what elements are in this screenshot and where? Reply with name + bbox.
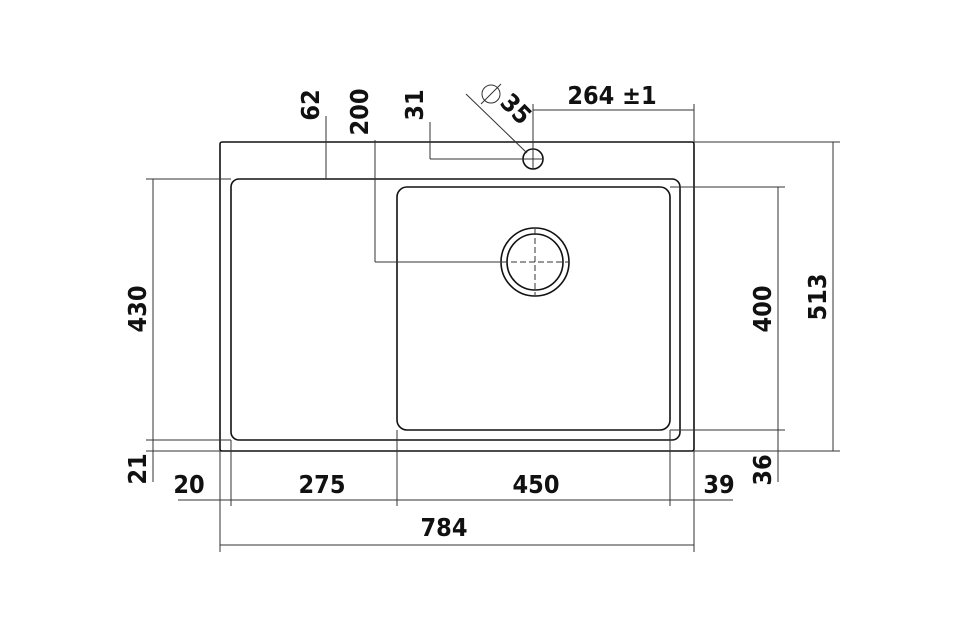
dim-overall-height: 513: [803, 274, 832, 321]
dim-overall-width: 784: [421, 513, 468, 542]
bowl-outline: [396, 186, 671, 431]
dim-drain-from-top: 200: [345, 89, 374, 136]
dim-tap-hole-diameter: 35: [495, 88, 538, 131]
dim-line-segments: [178, 430, 733, 506]
dim-line-overall-width: [219, 451, 695, 552]
dim-drainboard-height: 430: [123, 286, 152, 333]
dim-top-margin: 62: [296, 89, 325, 120]
dim-line-drain-offset: [374, 140, 500, 263]
dim-line-tap-hole-diameter: [465, 83, 528, 154]
dim-bottom-margin-right: 36: [748, 454, 777, 485]
dim-line-drainboard-height: [146, 178, 231, 482]
dim-line-tap-hole-offset: [429, 122, 523, 160]
dim-bottom-margin-left: 21: [123, 453, 152, 484]
dim-tap-hole-from-right: 264 ±1: [567, 81, 656, 110]
sink-outer-outline: [219, 141, 695, 452]
dim-bowl-width: 450: [513, 470, 560, 499]
dim-left-margin: 20: [173, 470, 204, 499]
dim-bowl-height: 400: [748, 286, 777, 333]
dim-drainboard-width: 275: [299, 470, 346, 499]
dim-right-margin: 39: [703, 470, 734, 499]
dim-line-overall-height: [694, 141, 840, 452]
dim-tap-hole-from-top: 31: [400, 89, 429, 120]
drain-icon: [500, 227, 570, 297]
dim-line-bowl-height: [670, 186, 785, 482]
dim-line-tap-hole-from-right: [532, 104, 695, 149]
drainboard-outline: [230, 178, 681, 441]
